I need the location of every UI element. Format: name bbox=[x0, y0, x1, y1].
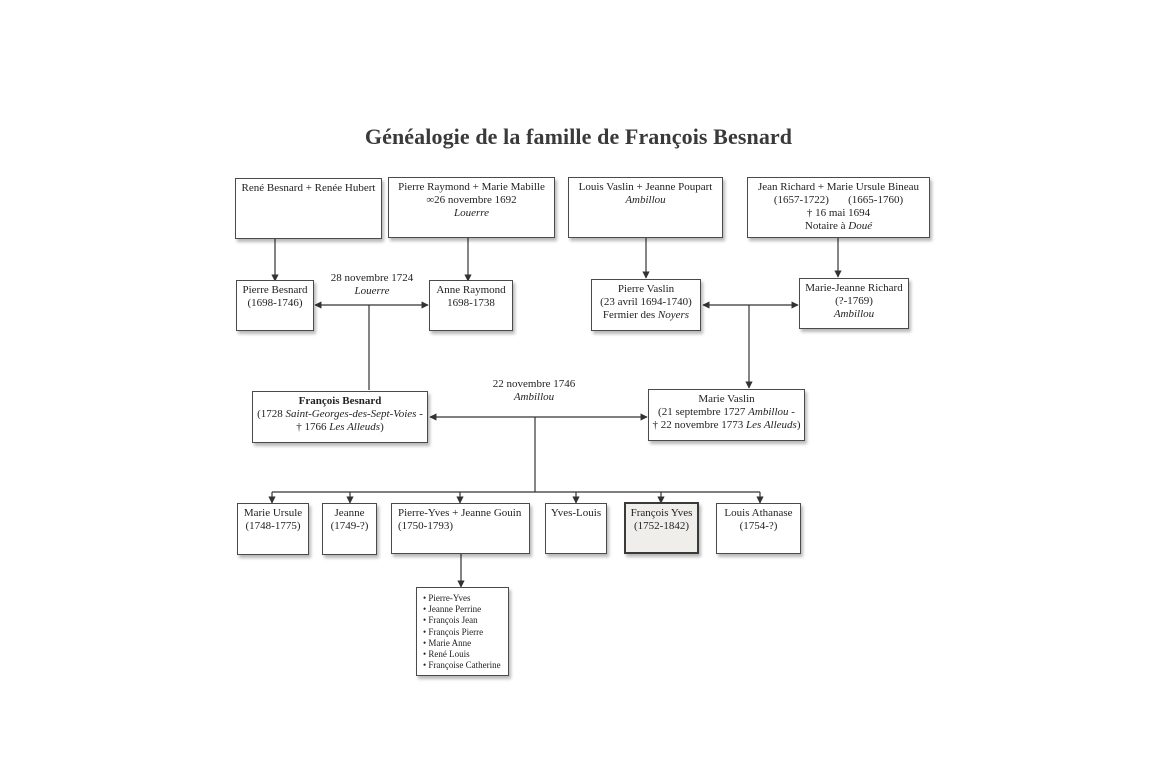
role-prefix: Fermier des bbox=[602, 309, 658, 321]
box-pierre-yves-jeanne-gouin: Pierre-Yves + Jeanne Gouin (1750-1793) bbox=[391, 503, 530, 554]
marriage-date: ∞26 novembre 1692 bbox=[426, 194, 517, 206]
person-name: Jeanne bbox=[334, 507, 365, 519]
person-years: (1748-1775) bbox=[245, 520, 301, 532]
children-list: Pierre-YvesJeanne PerrineFrançois JeanFr… bbox=[423, 593, 508, 671]
person-name: Anne Raymond bbox=[436, 284, 506, 296]
grandchild-list-item: René Louis bbox=[423, 649, 508, 660]
person-years: (1698-1746) bbox=[247, 297, 303, 309]
marriage-place: Ambillou bbox=[513, 391, 555, 403]
box-rene-besnard-renee-hubert: René Besnard + Renée Hubert bbox=[235, 178, 382, 239]
death-year: † 1766 bbox=[296, 421, 330, 433]
couple-names: Pierre Raymond + Marie Mabille bbox=[398, 181, 545, 193]
grandchild-list-item: Jeanne Perrine bbox=[423, 604, 508, 615]
birth-place: Ambillou bbox=[748, 406, 789, 418]
box-marie-vaslin: Marie Vaslin (21 septembre 1727 Ambillou… bbox=[648, 389, 805, 441]
marriage-label-1724: 28 novembre 1724 Louerre bbox=[318, 272, 426, 298]
marriage-place: Louerre bbox=[453, 207, 490, 219]
birth-place: Saint-Georges-des-Sept-Voies bbox=[285, 408, 417, 420]
death-date: † 16 mai 1694 bbox=[806, 207, 871, 219]
birth-year: (1728 bbox=[257, 408, 286, 420]
person-years: 1698-1738 bbox=[447, 297, 495, 309]
role-prefix: Notaire à bbox=[804, 220, 849, 232]
person-role: Fermier des Noyers bbox=[592, 309, 700, 322]
person-years: (1750-1793) bbox=[398, 520, 453, 532]
box-louis-athanase: Louis Athanase (1754-?) bbox=[716, 503, 801, 554]
person-name: Marie Ursule bbox=[243, 507, 303, 519]
box-jean-richard-marie-ursule-bineau: Jean Richard + Marie Ursule Bineau (1657… bbox=[747, 177, 930, 238]
box-jeanne: Jeanne (1749-?) bbox=[322, 503, 377, 555]
person-name: François Yves bbox=[630, 507, 693, 519]
box-yves-louis: Yves-Louis bbox=[545, 503, 607, 554]
death-place: Les Alleuds bbox=[329, 421, 381, 433]
years-husband: (1657-1722) bbox=[773, 194, 829, 206]
marriage-date: 28 novembre 1724 bbox=[330, 272, 414, 284]
person-name: François Besnard bbox=[298, 395, 382, 407]
person-years: (1749-?) bbox=[330, 520, 369, 532]
person-name: Marie-Jeanne Richard bbox=[805, 282, 903, 294]
role-place: Doué bbox=[848, 220, 873, 232]
person-name: Pierre Vaslin bbox=[617, 283, 675, 295]
role: Notaire à Doué bbox=[748, 220, 929, 233]
box-grandchildren-list: Pierre-YvesJeanne PerrineFrançois JeanFr… bbox=[416, 587, 509, 676]
grandchild-list-item: Pierre-Yves bbox=[423, 593, 508, 604]
death-place: Les Alleuds bbox=[745, 419, 797, 431]
death-date: † 22 novembre 1773 bbox=[652, 419, 746, 431]
marriage-place: Louerre bbox=[354, 285, 390, 297]
death-line: † 1766 Les Alleuds) bbox=[253, 421, 427, 434]
death-line: † 22 novembre 1773 Les Alleuds) bbox=[649, 419, 804, 432]
box-anne-raymond: Anne Raymond 1698-1738 bbox=[429, 280, 513, 331]
couple-names: René Besnard + Renée Hubert bbox=[241, 182, 376, 194]
box-francois-yves-highlighted: François Yves (1752-1842) bbox=[624, 502, 699, 554]
closing-paren: ) bbox=[796, 419, 801, 431]
separator: - bbox=[416, 408, 423, 420]
marriage-label-1746: 22 novembre 1746 Ambillou bbox=[478, 378, 590, 404]
person-years: (?-1769) bbox=[835, 295, 873, 307]
couple-names: Pierre-Yves + Jeanne Gouin bbox=[398, 507, 522, 519]
person-years: (23 avril 1694-1740) bbox=[600, 296, 692, 308]
years-row: (1657-1722) (1665-1760) bbox=[748, 194, 929, 207]
person-name: Marie Vaslin bbox=[698, 393, 755, 405]
birth-line: (1728 Saint-Georges-des-Sept-Voies - bbox=[253, 408, 427, 421]
box-pierre-besnard: Pierre Besnard (1698-1746) bbox=[236, 280, 314, 331]
grandchild-list-item: Marie Anne bbox=[423, 638, 508, 649]
couple-names: Jean Richard + Marie Ursule Bineau bbox=[757, 181, 920, 193]
person-name: Yves-Louis bbox=[550, 507, 602, 519]
person-place: Ambillou bbox=[833, 308, 875, 320]
grandchild-list-item: François Pierre bbox=[423, 627, 508, 638]
grandchild-list-item: François Jean bbox=[423, 615, 508, 626]
person-name: Louis Athanase bbox=[724, 507, 793, 519]
role-place: Noyers bbox=[657, 309, 690, 321]
birth-line: (21 septembre 1727 Ambillou - bbox=[649, 406, 804, 419]
separator: - bbox=[788, 406, 795, 418]
box-pierre-vaslin: Pierre Vaslin (23 avril 1694-1740) Fermi… bbox=[591, 279, 701, 331]
grandchild-list-item: Françoise Catherine bbox=[423, 660, 508, 671]
box-pierre-raymond-marie-mabille: Pierre Raymond + Marie Mabille ∞26 novem… bbox=[388, 177, 555, 238]
marriage-date: 22 novembre 1746 bbox=[492, 378, 576, 390]
birth-date: (21 septembre 1727 bbox=[658, 406, 749, 418]
box-marie-jeanne-richard: Marie-Jeanne Richard (?-1769) Ambillou bbox=[799, 278, 909, 329]
diagram-title: Généalogie de la famille de François Bes… bbox=[364, 124, 793, 149]
place: Ambillou bbox=[625, 194, 666, 206]
closing-paren: ) bbox=[380, 421, 384, 433]
box-francois-besnard: François Besnard (1728 Saint-Georges-des… bbox=[252, 391, 428, 443]
person-years: (1752-1842) bbox=[634, 520, 689, 532]
person-name: Pierre Besnard bbox=[242, 284, 308, 296]
box-marie-ursule: Marie Ursule (1748-1775) bbox=[237, 503, 309, 555]
box-louis-vaslin-jeanne-poupart: Louis Vaslin + Jeanne Poupart Ambillou bbox=[568, 177, 723, 238]
person-years: (1754-?) bbox=[739, 520, 778, 532]
years-wife: (1665-1760) bbox=[848, 194, 904, 206]
couple-names: Louis Vaslin + Jeanne Poupart bbox=[578, 181, 713, 193]
